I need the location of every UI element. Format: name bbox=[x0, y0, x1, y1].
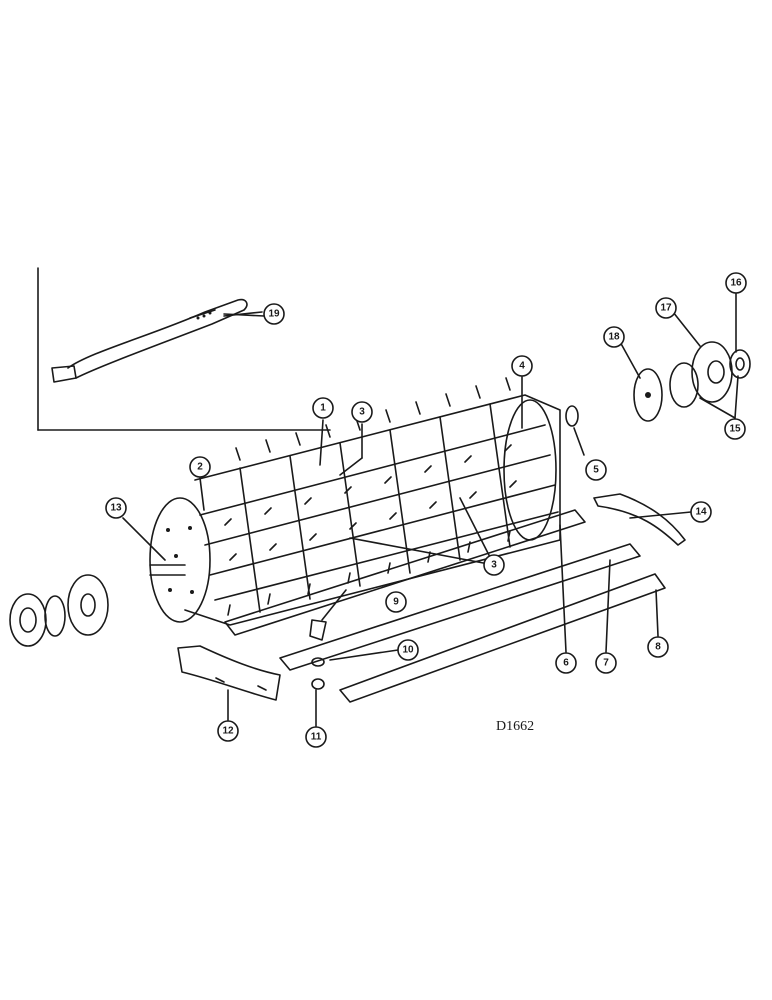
svg-text:9: 9 bbox=[393, 597, 399, 608]
callout-9: 9 bbox=[385, 591, 407, 613]
left-bearing-assembly bbox=[9, 574, 109, 647]
callout-3-bottom: 3 bbox=[483, 554, 505, 576]
callout-10: 10 bbox=[397, 639, 419, 661]
svg-text:17: 17 bbox=[660, 303, 672, 314]
svg-text:7: 7 bbox=[603, 658, 609, 669]
callout-18: 18 bbox=[603, 326, 625, 348]
callout-12: 12 bbox=[217, 720, 239, 742]
svg-text:16: 16 bbox=[730, 278, 742, 289]
flat-bar-7 bbox=[279, 543, 641, 671]
beater-drum bbox=[149, 377, 561, 626]
svg-text:19: 19 bbox=[268, 309, 280, 320]
svg-text:11: 11 bbox=[311, 732, 322, 743]
callout-6: 6 bbox=[555, 652, 577, 674]
inset-panel bbox=[37, 267, 331, 431]
callout-5: 5 bbox=[585, 459, 607, 481]
svg-text:3: 3 bbox=[491, 560, 497, 571]
callout-13: 13 bbox=[105, 497, 127, 519]
svg-text:18: 18 bbox=[608, 332, 620, 343]
svg-text:13: 13 bbox=[110, 503, 122, 514]
callout-16: 16 bbox=[725, 272, 747, 294]
callout-3-top: 3 bbox=[351, 401, 373, 423]
drawing-number: D1662 bbox=[496, 719, 534, 734]
svg-text:12: 12 bbox=[222, 726, 234, 737]
callout-8: 8 bbox=[647, 636, 669, 658]
svg-text:15: 15 bbox=[729, 424, 741, 435]
callout-11: 11 bbox=[305, 726, 327, 748]
svg-text:1: 1 bbox=[320, 403, 326, 414]
svg-text:14: 14 bbox=[695, 507, 707, 518]
curved-bar-right bbox=[593, 493, 686, 546]
lock-washer bbox=[311, 678, 325, 690]
curved-bar-left bbox=[177, 645, 281, 701]
svg-text:5: 5 bbox=[593, 465, 599, 476]
callout-15: 15 bbox=[724, 418, 746, 440]
svg-text:6: 6 bbox=[563, 658, 569, 669]
nut bbox=[311, 657, 325, 667]
svg-text:2: 2 bbox=[197, 462, 203, 473]
svg-text:4: 4 bbox=[519, 361, 525, 372]
svg-text:3: 3 bbox=[359, 407, 365, 418]
callout-1: 1 bbox=[312, 397, 334, 419]
flat-bar-6 bbox=[224, 509, 586, 636]
washer bbox=[565, 405, 579, 427]
callout-7: 7 bbox=[595, 652, 617, 674]
callout-4: 4 bbox=[511, 355, 533, 377]
svg-text:8: 8 bbox=[655, 642, 661, 653]
callout-19: 19 bbox=[263, 303, 285, 325]
callout-14: 14 bbox=[690, 501, 712, 523]
flat-bar-8 bbox=[339, 573, 666, 703]
svg-text:10: 10 bbox=[402, 645, 414, 656]
leader-lines bbox=[122, 289, 739, 727]
callout-2: 2 bbox=[189, 456, 211, 478]
callout-17: 17 bbox=[655, 297, 677, 319]
wrench-tool bbox=[51, 298, 263, 383]
right-bearing-assembly bbox=[633, 341, 751, 422]
bolt bbox=[309, 619, 327, 641]
